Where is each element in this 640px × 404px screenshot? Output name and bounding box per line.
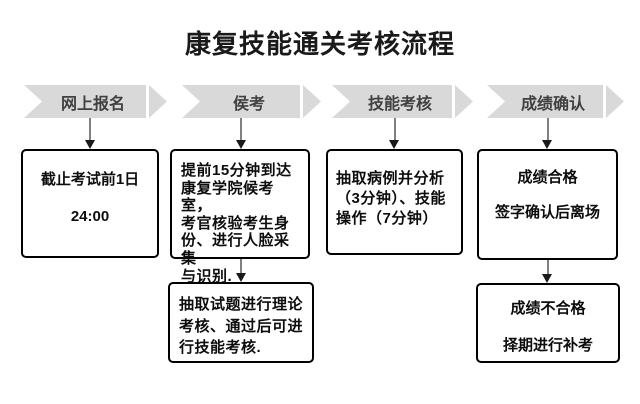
chevron-right-icon — [606, 85, 624, 118]
step-box-fail-retake: 成绩不合格 择期进行补考 — [476, 283, 620, 363]
arrow-down-icon — [235, 140, 246, 149]
step-box-registration-deadline: 截止考试前1日 24:00 — [21, 149, 159, 258]
stage-banner-label: 侯考 — [232, 95, 265, 113]
connector-line — [546, 118, 549, 141]
connector-line — [89, 118, 91, 141]
arrow-down-icon — [542, 140, 552, 149]
chevron-right-icon — [149, 85, 167, 118]
chevron-right-icon — [303, 85, 321, 118]
arrow-down-icon — [84, 140, 95, 149]
connector-line — [240, 118, 242, 141]
step-box-case-analysis: 抽取病例并分析 （3分钟）、技能 操作（7分钟） — [326, 149, 463, 255]
stage-banner-registration: 网上报名 — [24, 85, 146, 118]
stage-banner-skills-exam: 技能考核 — [332, 85, 452, 118]
connector-line — [546, 260, 549, 275]
arrow-down-icon — [389, 140, 399, 149]
stage-banner-label: 成绩确认 — [520, 95, 585, 113]
step-box-pass: 成绩合格 签字确认后离场 — [477, 149, 618, 260]
step-box-checkin-identity: 提前15分钟到达 康复学院候考室， 考官核验考生身 份、进行人脸采集 与识别. — [170, 149, 310, 285]
step-box-theory-test: 抽取试题进行理论 考核、通过后可进 行技能考核. — [168, 282, 314, 363]
connector-line — [393, 118, 396, 141]
connector-line — [240, 259, 242, 274]
stage-banner-label: 技能考核 — [367, 95, 432, 113]
chevron-right-icon — [455, 85, 473, 118]
arrow-down-icon — [235, 273, 246, 282]
page-title: 康复技能通关考核流程 — [184, 30, 455, 60]
stage-banner-label: 网上报名 — [60, 95, 125, 113]
stage-banner-waiting: 侯考 — [182, 85, 300, 118]
arrow-down-icon — [542, 274, 552, 283]
stage-banner-score-confirmation: 成绩确认 — [487, 85, 603, 118]
